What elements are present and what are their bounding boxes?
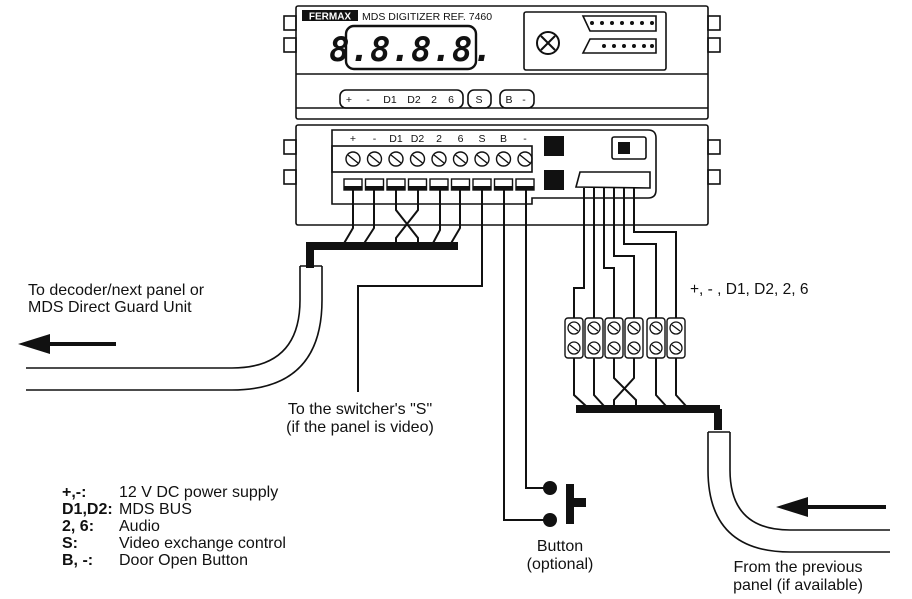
splice-connector-strip xyxy=(564,317,686,359)
splice-connector xyxy=(646,317,666,359)
to-decoder-label-2: MDS Direct Guard Unit xyxy=(28,299,192,316)
terminal-label: - xyxy=(373,133,377,145)
splice-screw-icon xyxy=(649,321,663,335)
bottom-label-s: S xyxy=(475,94,482,106)
bottom-label-b-minus: - xyxy=(522,94,526,106)
terminal-label: D1 xyxy=(389,133,403,145)
terminal-screw-icon xyxy=(388,151,404,167)
legend-row: D1,D2:MDS BUS xyxy=(62,501,192,518)
legend-row: +,-:12 V DC power supply xyxy=(62,484,279,501)
splice-screw-icon xyxy=(587,341,601,355)
bottom-label-6: 6 xyxy=(448,94,454,106)
digit-display xyxy=(344,24,478,71)
button-label-2: (optional) xyxy=(527,556,594,573)
terminal-screw-icon xyxy=(452,151,469,167)
terminal-screw-icon xyxy=(431,151,447,167)
splice-connector xyxy=(604,317,624,359)
switcher-label-2: (if the panel is video) xyxy=(286,419,434,436)
splice-screw-icon xyxy=(607,321,621,335)
splice-screw-icon xyxy=(587,321,601,335)
terminal-screw-icon xyxy=(495,151,512,167)
splice-screw-icon xyxy=(607,341,621,355)
splice-screw-icon xyxy=(649,341,663,355)
splice-connector xyxy=(584,317,604,359)
button-label: Button xyxy=(537,538,583,555)
legend-row: S:Video exchange control xyxy=(62,535,286,552)
legend-row: 2, 6:Audio xyxy=(62,518,160,535)
splice-connector xyxy=(624,317,644,359)
terminal-label: 6 xyxy=(458,133,464,145)
led-1 xyxy=(544,136,564,156)
bottom-label-b: B xyxy=(505,94,512,106)
splice-connector xyxy=(564,317,584,359)
terminal-label: D2 xyxy=(411,133,425,145)
bus-wires-label: +, - , D1, D2, 2, 6 xyxy=(690,281,808,298)
bottom-label-minus: - xyxy=(366,94,370,106)
bottom-label-2: 2 xyxy=(431,94,437,106)
switcher-label: To the switcher's "S" xyxy=(288,401,432,418)
led-2 xyxy=(544,170,564,190)
splice-screw-icon xyxy=(627,341,641,355)
splice-screw-icon xyxy=(669,321,683,335)
legend-row: B, -:Door Open Button xyxy=(62,552,248,569)
splice-connector xyxy=(666,317,686,359)
arrow-left-icon xyxy=(18,334,116,354)
terminal-label: B xyxy=(500,133,507,145)
push-button-icon xyxy=(543,481,586,527)
model-title: MDS DIGITIZER REF. 7460 xyxy=(362,11,492,23)
bottom-label-plus: + xyxy=(346,94,352,106)
to-decoder-label: To decoder/next panel or xyxy=(28,282,205,299)
display-digits: 8.8.8.8. xyxy=(329,30,493,70)
connector-box xyxy=(523,11,667,71)
terminal-screw-icon xyxy=(366,151,383,167)
terminal-label: S xyxy=(478,133,485,145)
terminal-label: + xyxy=(350,133,356,145)
splice-screw-icon xyxy=(669,341,683,355)
dip-switch xyxy=(611,136,647,160)
brand-logo: FERMAX xyxy=(309,12,352,23)
arrow-left-icon xyxy=(776,497,886,517)
upper-module xyxy=(295,5,709,120)
potentiometer-icon xyxy=(536,31,560,55)
terminal-screw-icon xyxy=(409,151,426,167)
splice-screw-icon xyxy=(567,321,581,335)
terminal-screw-icon xyxy=(474,151,490,167)
terminal-screw-icon xyxy=(345,151,361,167)
legend: +,-:12 V DC power supply D1,D2:MDS BUS 2… xyxy=(62,484,286,569)
bottom-label-d1: D1 xyxy=(383,94,397,106)
from-previous-label-2: panel (if available) xyxy=(733,577,863,594)
terminal-label: - xyxy=(523,133,527,145)
terminal-label: 2 xyxy=(436,133,442,145)
splice-screw-icon xyxy=(567,341,581,355)
terminal-screw-icon xyxy=(517,151,533,167)
from-previous-label: From the previous xyxy=(734,559,863,576)
bottom-label-d2: D2 xyxy=(407,94,421,106)
splice-screw-icon xyxy=(627,321,641,335)
